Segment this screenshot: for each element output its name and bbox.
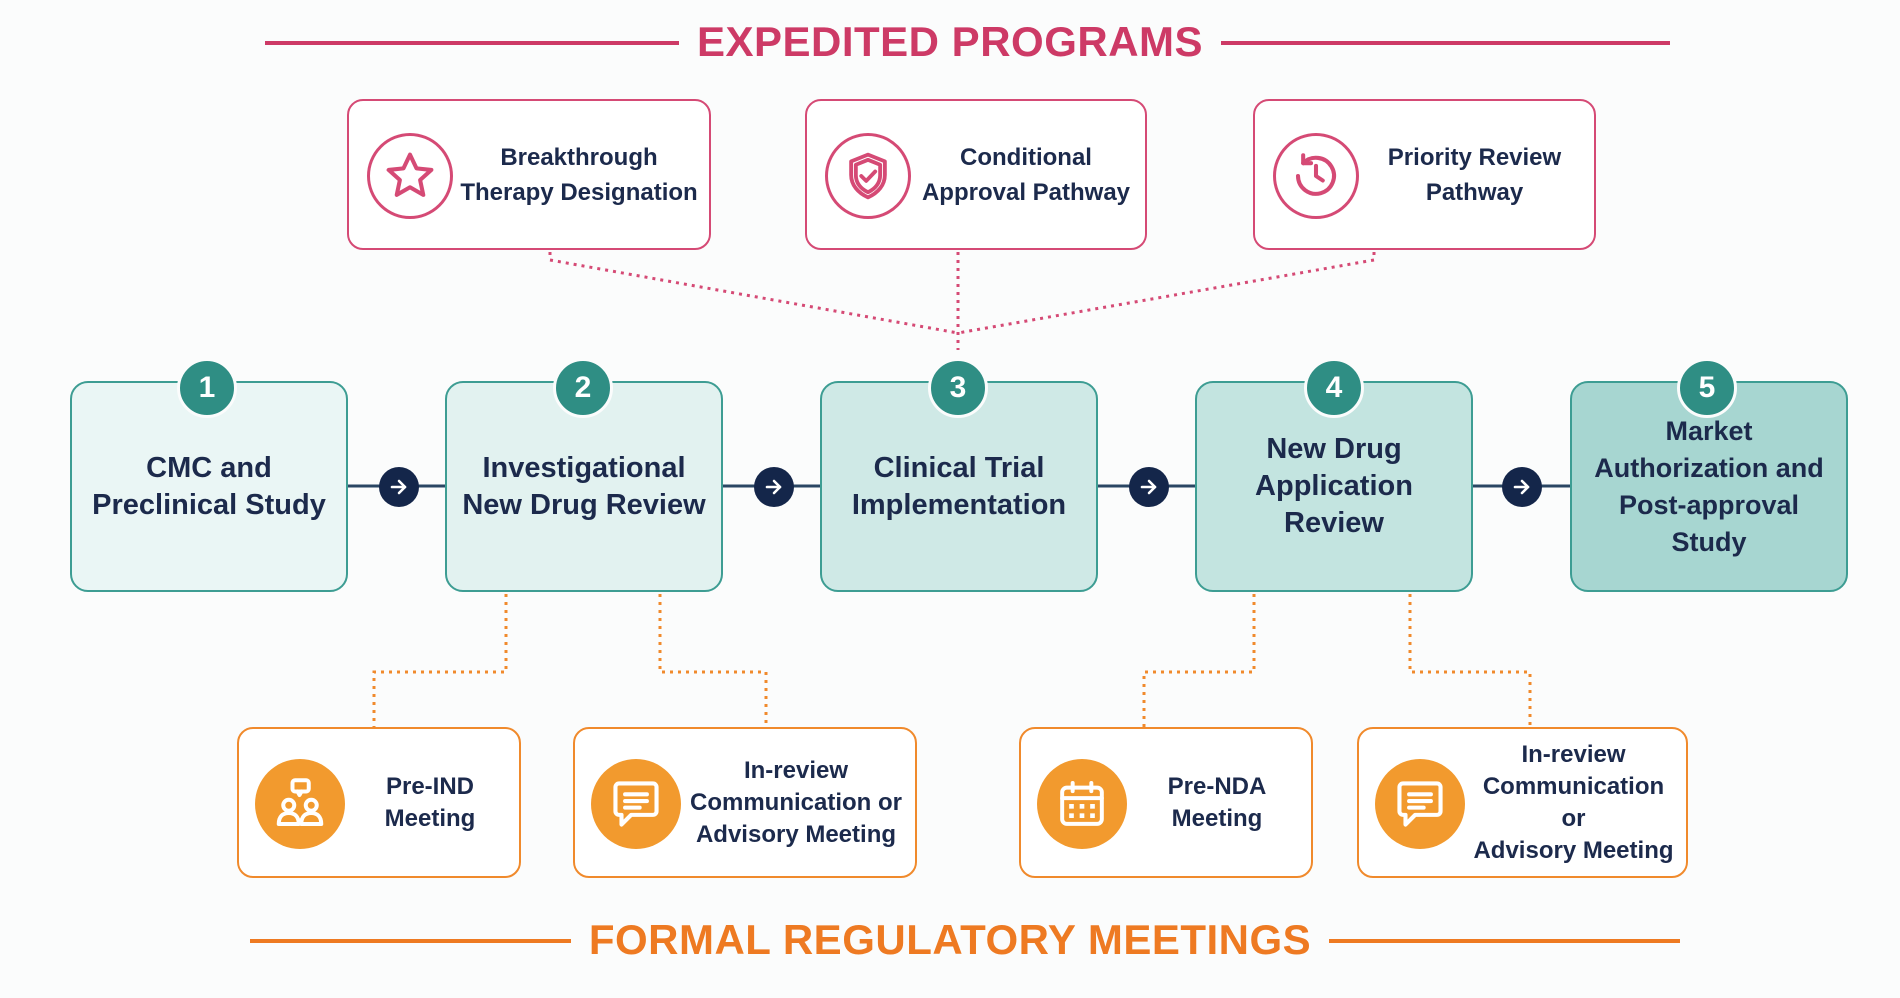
chat-bubble-icon [591,759,681,849]
arrow-right-icon [1129,467,1169,507]
step-label-line: Preclinical Study [92,488,326,521]
program-conditional-approval[interactable]: Conditional Approval Pathway [805,99,1147,250]
step-4-nda-review[interactable]: New Drug Application Review [1195,381,1473,592]
meeting-label-line: Advisory Meeting [1473,836,1674,864]
program-label-line: Pathway [1425,178,1524,206]
meeting-label-line: Meeting [1171,804,1263,832]
star-icon [367,133,453,219]
meeting-in-review-communication-2[interactable]: In-review Communication or Advisory Meet… [1357,727,1688,878]
step-label-line: Authorization and [1594,452,1824,483]
meeting-label-line: Pre-NDA [1167,772,1267,800]
step-label-line: Post-approval Study [1618,489,1800,557]
step-number-badge: 5 [1677,358,1737,418]
meeting-in-review-communication-1[interactable]: In-review Communication or Advisory Meet… [573,727,917,878]
arrow-right-icon [379,467,419,507]
program-label: Conditional Approval Pathway [917,101,1135,248]
meeting-label: Pre-NDA Meeting [1133,729,1301,876]
program-label-line: Priority Review [1387,143,1562,171]
step-1-cmc-preclinical[interactable]: CMC and Preclinical Study [70,381,348,592]
program-label-line: Approval Pathway [921,178,1131,206]
program-label-line: Breakthrough [500,143,658,171]
meeting-label-line: Communication or [1482,772,1665,832]
people-chat-icon [255,759,345,849]
meeting-label-line: Meeting [384,804,476,832]
step-label-line: New Drug Review [462,488,706,521]
arrow-right-icon [754,467,794,507]
step-number-badge: 1 [177,358,237,418]
meeting-pre-ind[interactable]: Pre-IND Meeting [237,727,521,878]
program-breakthrough-therapy[interactable]: Breakthrough Therapy Designation [347,99,711,250]
meeting-label-line: Advisory Meeting [695,820,897,848]
meeting-label-line: Pre-IND [385,772,474,800]
meeting-label-line: In-review [1521,740,1626,768]
program-priority-review[interactable]: Priority Review Pathway [1253,99,1596,250]
arrow-right-icon [1502,467,1542,507]
step-label-line: CMC and [146,451,272,484]
step-label-line: Market [1665,415,1753,446]
program-label: Breakthrough Therapy Designation [459,101,699,248]
meeting-label: In-review Communication or Advisory Meet… [1471,729,1676,876]
step-number-badge: 3 [928,358,988,418]
meeting-label: Pre-IND Meeting [351,729,509,876]
step-label-line: Implementation [851,488,1067,521]
meeting-label-line: Communication or [689,788,902,816]
program-label-line: Conditional [960,143,1092,171]
program-label: Priority Review Pathway [1365,101,1584,248]
chat-bubble-icon [1375,759,1465,849]
step-label-line: Clinical Trial [873,451,1045,484]
meeting-pre-nda[interactable]: Pre-NDA Meeting [1019,727,1313,878]
calendar-icon [1037,759,1127,849]
step-label-line: Investigational [482,451,686,484]
step-number-badge: 4 [1304,358,1364,418]
step-number-badge: 2 [553,358,613,418]
shield-check-icon [825,133,911,219]
expedited-programs-title: EXPEDITED PROGRAMS [0,18,1900,66]
title-text: FORMAL REGULATORY MEETINGS [570,916,1330,963]
meeting-label: In-review Communication or Advisory Meet… [687,729,905,876]
step-label-line: Application Review [1255,470,1413,539]
step-label-line: New Drug [1266,433,1402,465]
meeting-label-line: In-review [743,756,849,784]
title-text: EXPEDITED PROGRAMS [678,18,1222,65]
program-label-line: Therapy Designation [460,178,698,206]
clock-history-icon [1273,133,1359,219]
step-2-ind-review[interactable]: Investigational New Drug Review [445,381,723,592]
formal-meetings-title: FORMAL REGULATORY MEETINGS [0,916,1900,964]
